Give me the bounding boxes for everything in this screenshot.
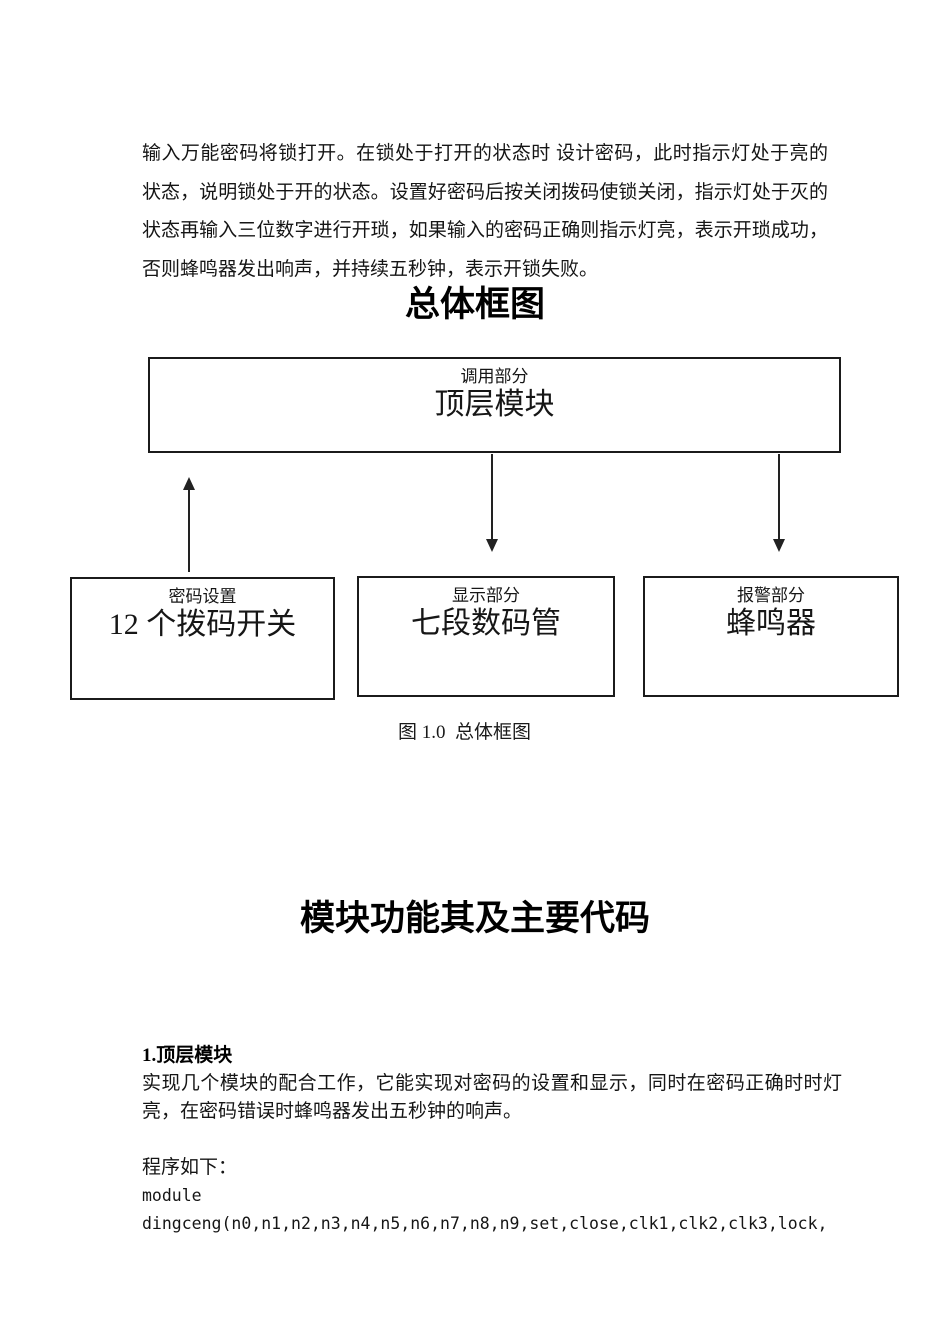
top-box-big-label: 顶层模块 bbox=[434, 388, 555, 421]
module-section-description: 实现几个模块的配合工作，它能实现对密码的设置和显示，同时在密码正确时时灯亮，在密… bbox=[142, 1073, 842, 1122]
arrow-down-middle-head bbox=[486, 539, 498, 552]
arrow-down-right-shaft bbox=[778, 454, 780, 541]
intro-paragraph: 输入万能密码将锁打开。在锁处于打开的状态时 设计密码，此时指示灯处于亮的状态，说… bbox=[142, 143, 828, 280]
top-box-small-label: 调用部分 bbox=[460, 367, 529, 386]
section-heading-overall-diagram: 总体框图 bbox=[404, 285, 545, 324]
mid-box-small-label: 显示部分 bbox=[452, 586, 520, 605]
right-box-small-label: 报警部分 bbox=[737, 586, 805, 605]
arrow-up-head bbox=[183, 477, 195, 490]
left-box-small-label: 密码设置 bbox=[168, 587, 237, 606]
blank-line bbox=[142, 1126, 842, 1154]
arrow-down-right-head bbox=[773, 539, 785, 552]
diagram-box-password-setting: 密码设置 12 个拨码开关 bbox=[70, 577, 335, 700]
right-box-big-label: 蜂鸣器 bbox=[726, 607, 816, 640]
code-line-module: module bbox=[142, 1186, 202, 1205]
diagram-box-display: 显示部分 七段数码管 bbox=[357, 576, 615, 697]
figure-caption: 图 1.0 总体框图 bbox=[398, 722, 532, 743]
diagram-box-alarm: 报警部分 蜂鸣器 bbox=[643, 576, 899, 697]
section-heading-module-functions: 模块功能其及主要代码 bbox=[299, 899, 650, 938]
diagram-box-top-module: 调用部分 顶层模块 bbox=[148, 357, 841, 453]
module-section-title: 1.顶层模块 bbox=[142, 1045, 233, 1066]
arrow-down-middle-shaft bbox=[491, 454, 493, 541]
code-intro-label: 程序如下： bbox=[142, 1157, 238, 1178]
arrow-up-shaft bbox=[188, 489, 190, 572]
module-section: 1.顶层模块 实现几个模块的配合工作，它能实现对密码的设置和显示，同时在密码正确… bbox=[142, 1042, 842, 1238]
code-line-dingceng: dingceng(n0,n1,n2,n3,n4,n5,n6,n7,n8,n9,s… bbox=[142, 1214, 828, 1233]
left-box-big-label: 12 个拨码开关 bbox=[108, 608, 297, 641]
mid-box-big-label: 七段数码管 bbox=[411, 607, 561, 640]
